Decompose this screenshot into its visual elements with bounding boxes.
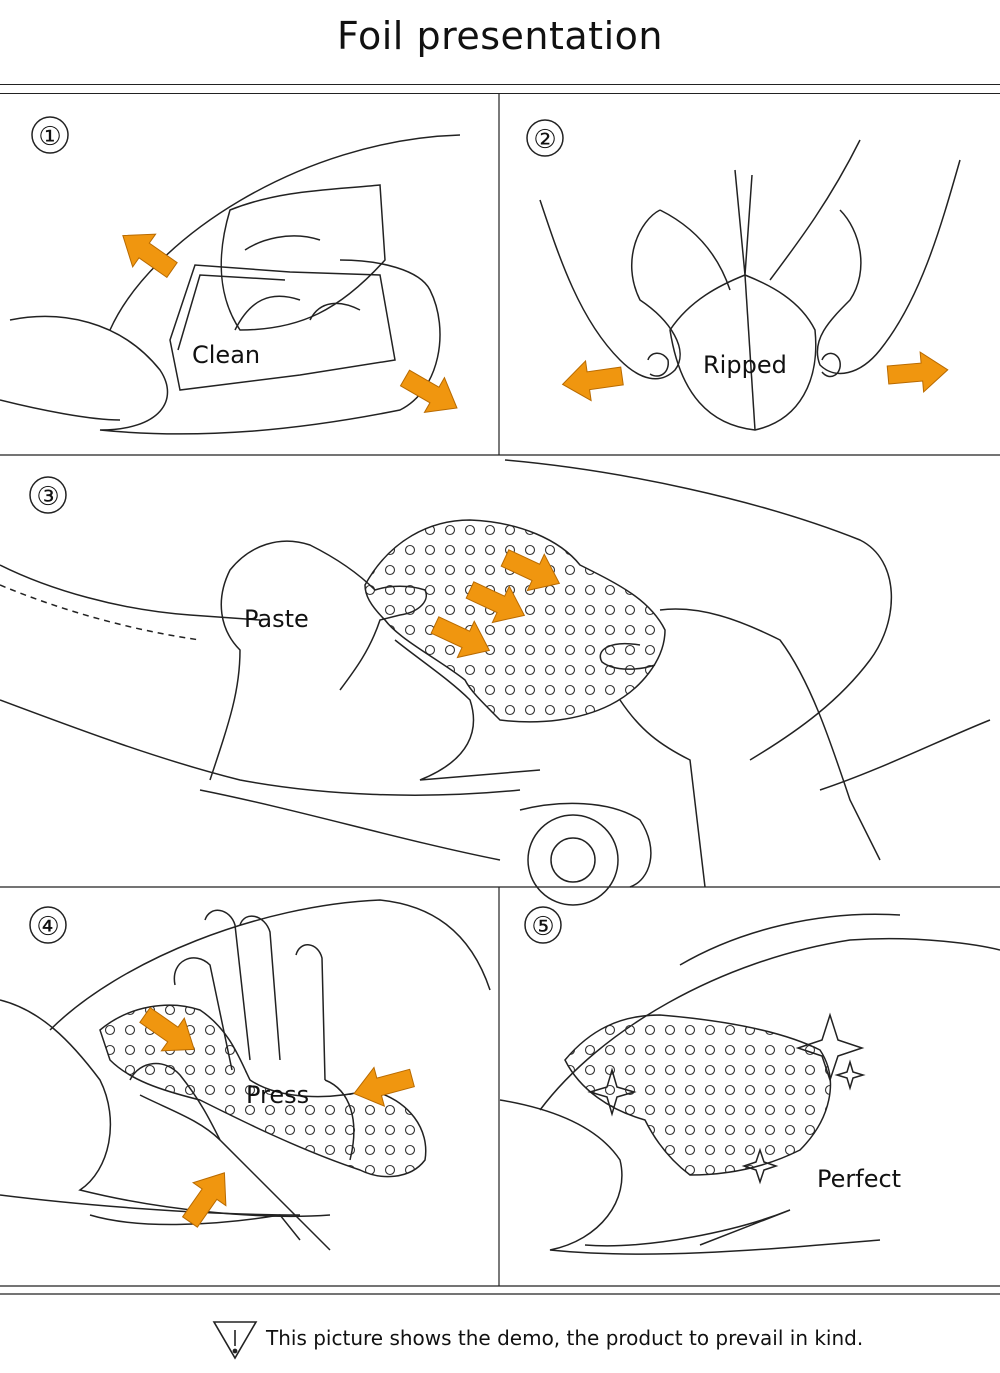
step-circle-3	[29, 476, 67, 514]
arrow-icon	[885, 349, 951, 396]
step-label-paste: Paste	[244, 605, 309, 633]
step-circle-4	[29, 906, 67, 944]
disclaimer-note: This picture shows the demo, the product…	[266, 1326, 864, 1350]
step-number-1: ①	[38, 122, 61, 152]
step-label-clean: Clean	[192, 341, 260, 369]
panel-perfect	[499, 906, 1000, 1255]
divider-top-inner	[0, 93, 1000, 94]
panel-clean	[0, 116, 461, 435]
warning-icon	[212, 1321, 258, 1360]
step-circle-5	[524, 906, 562, 944]
step-number-3: ③	[36, 482, 59, 512]
page-title: Foil presentation	[337, 14, 663, 58]
step-label-perfect: Perfect	[817, 1165, 901, 1193]
panel-ripped	[526, 119, 961, 431]
panel-paste	[0, 459, 991, 906]
step-circle-1	[31, 116, 69, 154]
divider-top	[0, 84, 1000, 85]
step-number-4: ④	[36, 912, 59, 942]
arrow-icon	[394, 360, 468, 426]
step-label-ripped: Ripped	[703, 351, 787, 379]
arrow-icon	[559, 355, 626, 405]
arrow-icon	[110, 218, 184, 287]
step-label-press: Press	[246, 1081, 309, 1109]
step-number-2: ②	[533, 125, 556, 155]
step-number-5: ⑤	[531, 912, 554, 942]
step-circle-2	[526, 119, 564, 157]
panel-press	[0, 899, 491, 1251]
